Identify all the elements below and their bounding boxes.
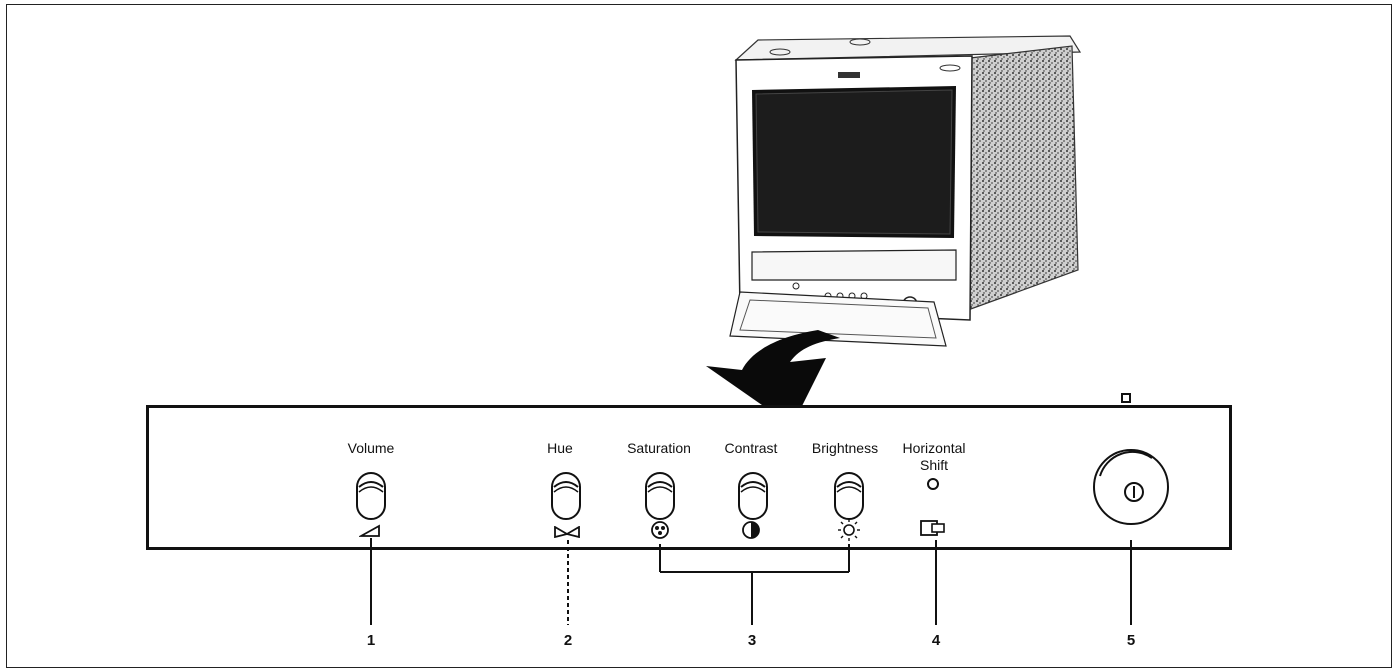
contrast-knob[interactable] [736,470,770,522]
figure-frame [6,4,1392,668]
label-horizontal-shift-line2: Shift [919,457,948,473]
hue-knob[interactable] [549,470,583,522]
label-volume: Volume [347,440,395,456]
contrast-icon [742,521,760,539]
brightness-icon [838,519,860,541]
callout-5: 5 [1126,632,1136,649]
saturation-knob[interactable] [643,470,677,522]
power-switch[interactable] [1092,448,1170,526]
power-indicator-led [1121,393,1131,403]
power-icon [1120,438,1121,439]
monitor-illustration [729,35,1082,347]
label-horizontal-shift-line1: Horizontal [902,440,966,456]
volume-icon [359,524,380,537]
brightness-knob[interactable] [832,470,866,522]
front-control-panel [146,405,1232,550]
label-brightness: Brightness [811,440,879,456]
hue-icon [554,526,580,538]
label-saturation: Saturation [627,440,691,456]
saturation-icon [651,521,669,539]
horizontal-shift-button[interactable] [927,478,939,490]
label-horizontal-shift: Horizontal Shift [902,440,965,474]
callout-2: 2 [563,632,573,649]
volume-knob[interactable] [354,470,388,522]
callout-1: 1 [366,632,376,649]
label-contrast: Contrast [724,440,778,456]
horizontal-shift-icon [920,520,945,536]
callout-4: 4 [931,632,941,649]
callout-3: 3 [747,632,757,649]
label-hue: Hue [547,440,573,456]
